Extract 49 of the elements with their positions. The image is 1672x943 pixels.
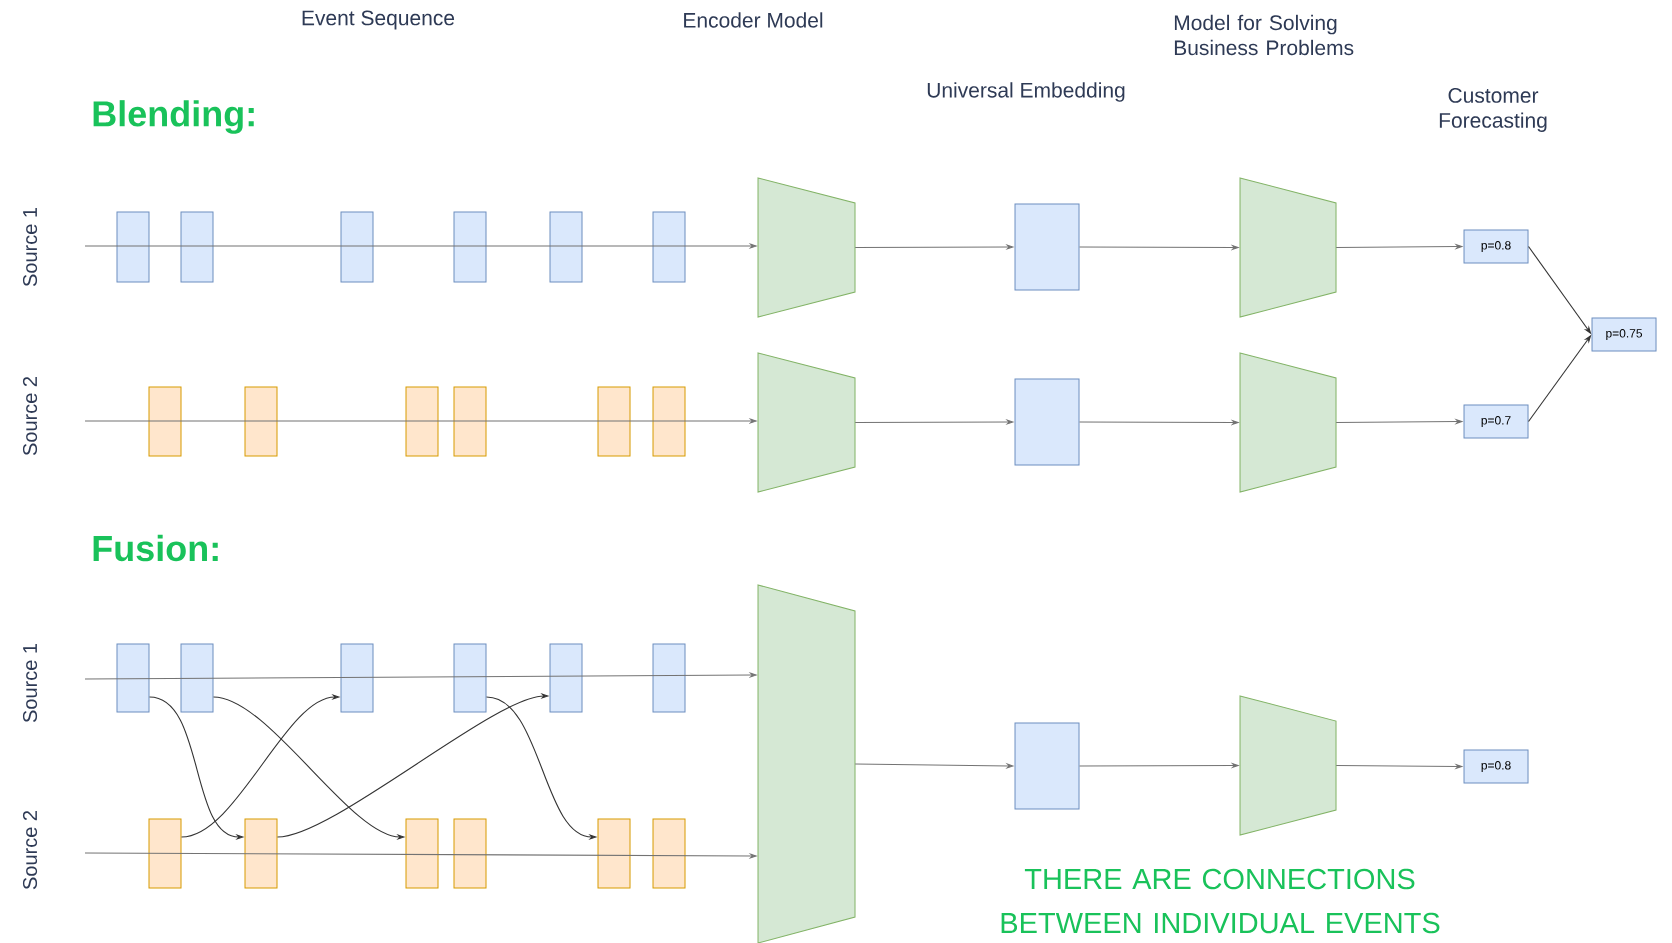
event-box: [405, 386, 439, 457]
event-box: [549, 211, 583, 283]
embedding-box: [1014, 722, 1080, 810]
column-heading: Event Sequence: [302, 10, 455, 30]
event-box: [180, 211, 214, 283]
event-box: [116, 211, 150, 283]
row-label: Source 2: [22, 377, 38, 456]
probability-box: p=0.7: [1463, 404, 1529, 439]
column-heading: Customer Forecasting: [1439, 88, 1547, 132]
note-text: THERE ARE CONNECTIONS BETWEEN INDIVIDUAL EVENTS: [1001, 868, 1440, 934]
event-box: [652, 386, 686, 457]
encoder-trapezoid: [757, 584, 856, 943]
model-trapezoid: [1239, 695, 1337, 836]
event-box: [244, 818, 278, 889]
model-trapezoid: [1239, 352, 1337, 493]
event-box: [340, 211, 374, 283]
event-box: [453, 211, 487, 283]
event-box: [652, 643, 686, 713]
event-box: [148, 386, 182, 457]
probability-box: p=0.75: [1591, 317, 1657, 352]
event-box: [549, 643, 583, 713]
event-box: [652, 818, 686, 889]
section-heading: Blending:: [93, 100, 254, 134]
embedding-box: [1014, 378, 1080, 466]
event-box: [405, 818, 439, 889]
probability-box: p=0.8: [1463, 749, 1529, 784]
event-box: [597, 818, 631, 889]
column-heading: Model for Solving Business Problems: [1174, 14, 1354, 56]
event-box: [340, 643, 374, 713]
event-box: [180, 643, 214, 713]
event-box: [597, 386, 631, 457]
probability-box: p=0.8: [1463, 229, 1529, 264]
encoder-trapezoid: [757, 352, 856, 493]
row-label: Source 1: [22, 208, 38, 287]
column-heading: Universal Embedding: [927, 82, 1125, 102]
event-box: [652, 211, 686, 283]
column-heading: Encoder Model: [684, 12, 823, 28]
embedding-box: [1014, 203, 1080, 291]
event-box: [148, 818, 182, 889]
encoder-trapezoid: [757, 177, 856, 318]
event-box: [244, 386, 278, 457]
event-box: [453, 386, 487, 457]
model-trapezoid: [1239, 177, 1337, 318]
event-box: [453, 818, 487, 889]
event-box: [453, 643, 487, 713]
row-label: Source 1: [22, 644, 38, 723]
section-heading: Fusion:: [93, 534, 218, 562]
event-box: [116, 643, 150, 713]
row-label: Source 2: [22, 811, 38, 890]
